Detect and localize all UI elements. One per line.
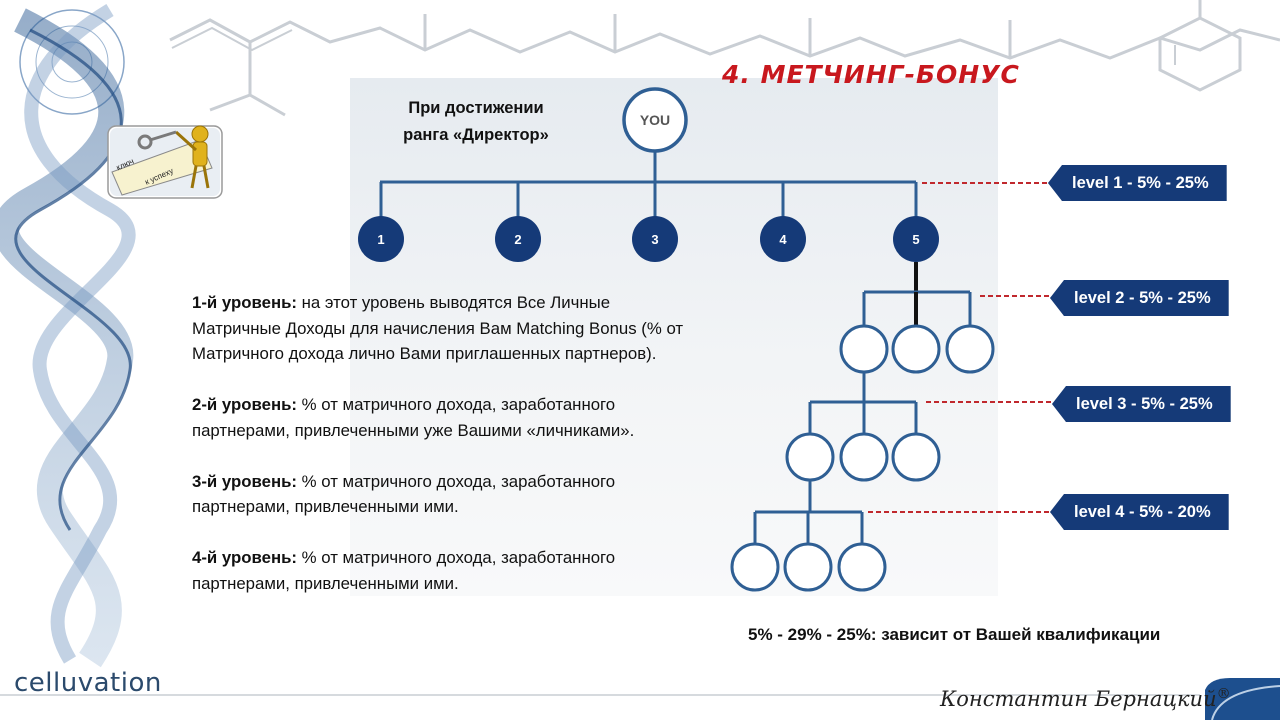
level1-node-1: 1 bbox=[358, 216, 404, 262]
level-description-text: % от матричного дохода, заработанного па… bbox=[192, 548, 616, 593]
level-description-3: 3-й уровень: % от матричного дохода, зар… bbox=[192, 469, 692, 520]
subtitle-line-2: ранга «Директор» bbox=[403, 126, 549, 144]
level1-node-label: 2 bbox=[514, 232, 521, 247]
qualification-footnote: 5% - 29% - 25%: зависит от Вашей квалифи… bbox=[748, 625, 1161, 644]
level2-node bbox=[945, 324, 995, 374]
level-badge-2: level 2 - 5% - 25% bbox=[1050, 280, 1229, 316]
level-description-heading: 2-й уровень: bbox=[192, 395, 297, 414]
tree-connectors bbox=[379, 150, 972, 544]
level2-node bbox=[891, 324, 941, 374]
level4-node bbox=[783, 542, 833, 592]
level1-node-label: 3 bbox=[651, 232, 658, 247]
level-badge-1: level 1 - 5% - 25% bbox=[1048, 165, 1227, 201]
level3-node bbox=[785, 432, 835, 482]
level-description-heading: 4-й уровень: bbox=[192, 548, 297, 567]
level4-node bbox=[837, 542, 887, 592]
level1-node-label: 4 bbox=[779, 232, 787, 247]
author-signature: Константин Бернацкий® bbox=[940, 686, 1231, 711]
level1-node-5: 5 bbox=[893, 216, 939, 262]
rank-condition-subtitle: При достижении ранга «Директор» bbox=[378, 95, 574, 149]
level-descriptions: 1-й уровень: на этот уровень выводятся В… bbox=[192, 290, 692, 622]
molecule-chain-decoration bbox=[169, 0, 1280, 117]
diagram-background-panel bbox=[350, 78, 998, 596]
level1-node-2: 2 bbox=[495, 216, 541, 262]
level-description-text: % от матричного дохода, заработанного па… bbox=[192, 395, 635, 440]
level-description-4: 4-й уровень: % от матричного дохода, зар… bbox=[192, 545, 692, 596]
level2-node bbox=[839, 324, 889, 374]
level-badge-3: level 3 - 5% - 25% bbox=[1052, 386, 1231, 422]
author-name: Константин Бернацкий bbox=[940, 687, 1217, 711]
level-description-heading: 3-й уровень: bbox=[192, 471, 297, 491]
level1-node-label: 5 bbox=[912, 232, 919, 247]
level1-node-label: 1 bbox=[377, 232, 384, 247]
level-description-text: на этот уровень выводятся Все Личные Мат… bbox=[192, 293, 684, 363]
dna-helix-decoration bbox=[0, 3, 136, 668]
root-node-label: YOU bbox=[640, 112, 670, 128]
level-description-heading: 1-й уровень: bbox=[192, 293, 297, 312]
level3-node bbox=[891, 432, 941, 482]
celluvation-logo: celluvation bbox=[14, 668, 162, 698]
level4-node bbox=[730, 542, 780, 592]
level-description-2: 2-й уровень: % от матричного дохода, зар… bbox=[192, 392, 692, 443]
registered-mark: ® bbox=[1216, 686, 1231, 702]
level3-node bbox=[839, 432, 889, 482]
slide-title: 4. МЕТЧИНГ-БОНУС bbox=[722, 60, 1020, 89]
level-leader-lines bbox=[868, 182, 1052, 513]
level1-node-3: 3 bbox=[632, 216, 678, 262]
level-badge-4: level 4 - 5% - 20% bbox=[1050, 494, 1229, 530]
level1-node-4: 4 bbox=[760, 216, 806, 262]
key-to-success-image bbox=[107, 125, 223, 199]
subtitle-line-1: При достижении bbox=[408, 99, 544, 117]
root-node-you bbox=[622, 87, 688, 153]
level-description-1: 1-й уровень: на этот уровень выводятся В… bbox=[192, 290, 692, 367]
level-description-text: % от матричного дохода, заработанного па… bbox=[192, 471, 616, 517]
